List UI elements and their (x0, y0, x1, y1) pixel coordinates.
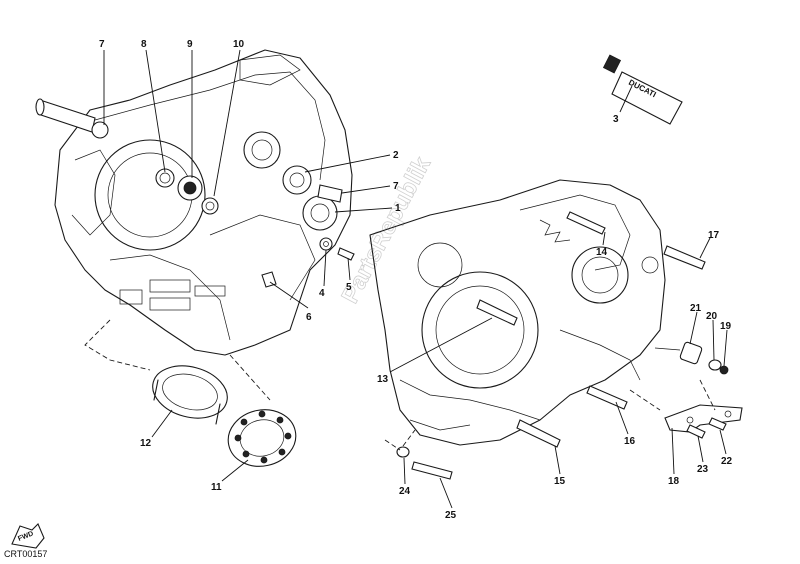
diagram-code: CRT00157 (4, 549, 48, 559)
left-crankcase-half (35, 49, 355, 401)
part-label-3: 3 (613, 114, 619, 125)
part-label-17: 17 (708, 230, 720, 241)
part-label-16: 16 (624, 436, 636, 447)
part-label-4: 4 (319, 288, 325, 299)
part-label-10: 10 (233, 39, 245, 50)
part-label-5: 5 (346, 282, 352, 293)
part-label-22: 22 (721, 456, 733, 467)
part-label-7b: 7 (393, 181, 399, 192)
part-label-13: 13 (377, 374, 389, 385)
part-label-20: 20 (706, 311, 718, 322)
part-label-8: 8 (141, 39, 147, 50)
part-label-21: 21 (690, 303, 702, 314)
part-number-labels: 7 8 9 10 2 7 1 4 5 6 3 17 14 21 20 19 13… (99, 39, 733, 521)
forward-direction-badge: FWD (11, 523, 45, 549)
part-label-23: 23 (697, 464, 709, 475)
part-label-9: 9 (187, 39, 193, 50)
part-label-19: 19 (720, 321, 732, 332)
part-label-15: 15 (554, 476, 566, 487)
part-label-25: 25 (445, 510, 457, 521)
part-label-6: 6 (306, 312, 312, 323)
loose-bearings (152, 365, 297, 467)
part-label-1: 1 (395, 203, 401, 214)
part-label-14: 14 (596, 247, 608, 258)
part-label-24: 24 (399, 486, 411, 497)
right-crankcase-half (369, 179, 743, 480)
part-label-11: 11 (211, 482, 222, 493)
leader-lines (103, 49, 728, 509)
part-label-18: 18 (668, 476, 680, 487)
part-label-2: 2 (393, 150, 399, 161)
part-label-12: 12 (140, 438, 152, 449)
part-label-7: 7 (99, 39, 105, 50)
